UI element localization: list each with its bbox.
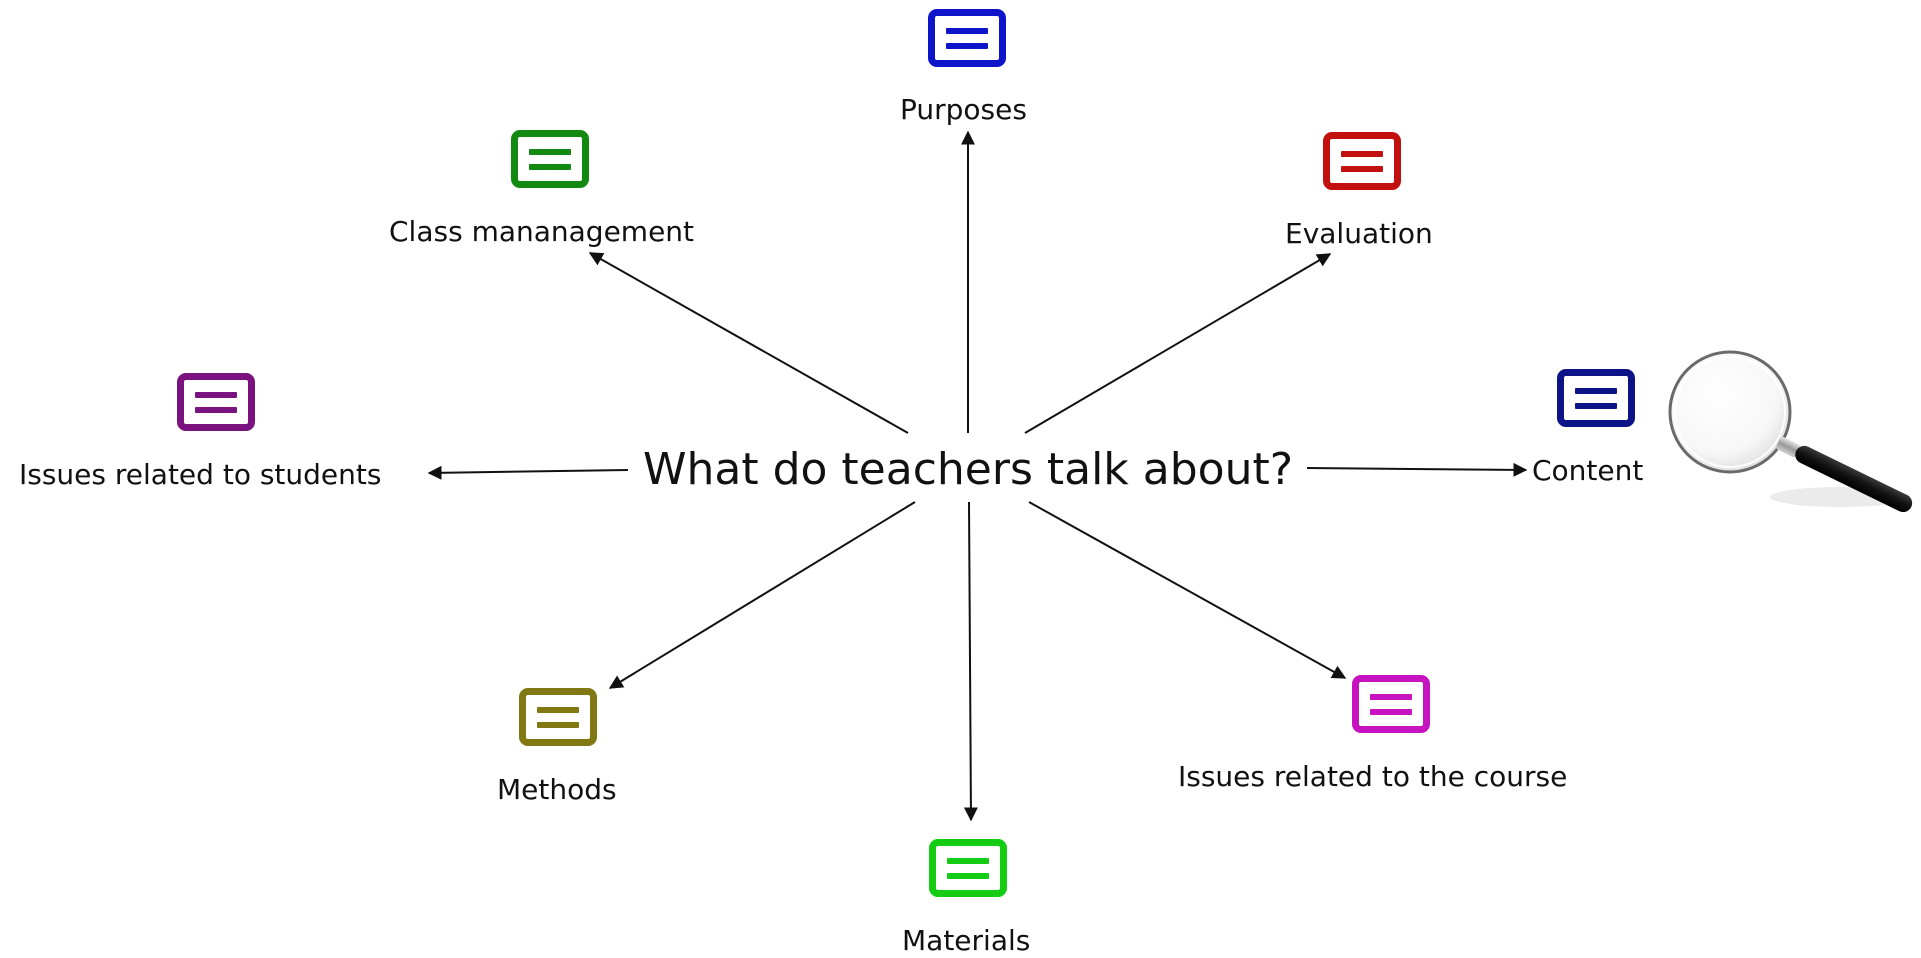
arrow-to-class-management [588,252,909,434]
methods-icon [519,688,597,746]
evaluation-label: Evaluation [1285,217,1433,250]
evaluation-icon [1323,132,1401,190]
arrow-to-content [1306,462,1528,477]
class-management-icon [511,130,589,188]
materials-icon [929,839,1007,897]
central-question: What do teachers talk about? [643,444,1294,495]
purposes-label: Purposes [900,93,1027,126]
content-icon [1557,369,1635,427]
arrow-to-evaluation [1024,253,1332,434]
content-label: Content [1532,454,1644,487]
magnifying-glass-icon [1668,350,1913,513]
arrow-to-issues-course [1028,501,1347,679]
issues-course-icon [1352,675,1430,733]
methods-label: Methods [497,773,617,806]
arrow-to-methods [608,501,916,689]
arrow-to-materials [963,501,978,822]
class-management-label: Class mananagement [389,215,695,248]
arrow-to-issues-students [427,465,629,480]
materials-label: Materials [902,924,1031,957]
issues-course-label: Issues related to the course [1178,760,1568,793]
purposes-icon [928,9,1006,67]
issues-students-icon [177,373,255,431]
issues-students-label: Issues related to students [19,458,382,491]
